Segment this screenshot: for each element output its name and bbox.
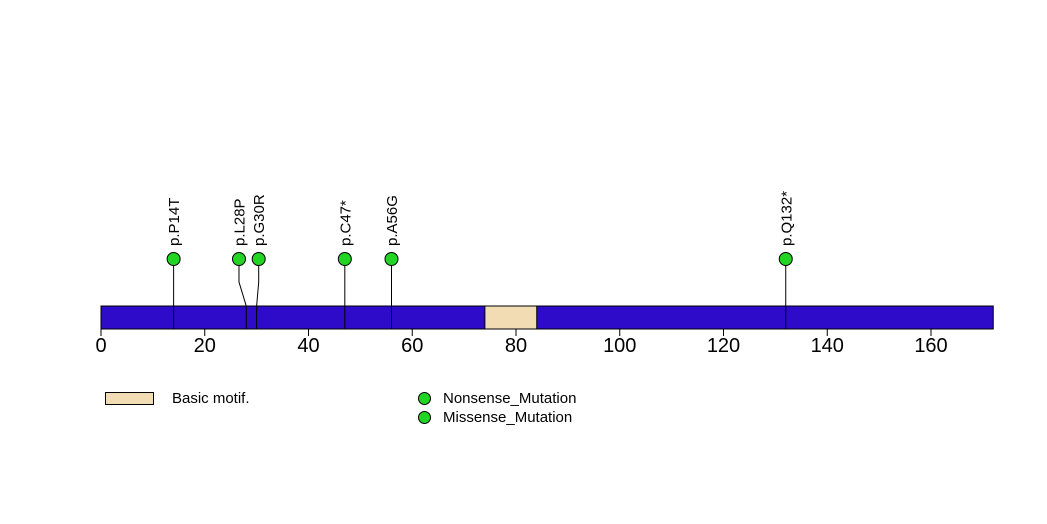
domain-box bbox=[484, 305, 538, 330]
axis-tick-label: 100 bbox=[603, 335, 636, 357]
axis-tick-label: 0 bbox=[95, 335, 106, 357]
axis-tick-label: 140 bbox=[811, 335, 844, 357]
axis-tick-label: 160 bbox=[914, 335, 947, 357]
nonsense-mutation-legend-circle-icon bbox=[418, 392, 431, 405]
missense-mutation-legend-circle-icon bbox=[418, 411, 431, 424]
mutation-circle bbox=[251, 252, 266, 266]
mutation-circle bbox=[778, 252, 793, 266]
mutation-label: p.L28P bbox=[231, 198, 248, 246]
mutation-circle bbox=[166, 252, 181, 266]
axis-tick-label: 80 bbox=[505, 335, 527, 357]
mutation-circle bbox=[384, 252, 399, 266]
legend-mutation-row-nonsense: Nonsense_Mutation bbox=[418, 390, 576, 407]
axis-tick-label: 60 bbox=[401, 335, 423, 357]
mutation-label: p.P14T bbox=[166, 198, 183, 246]
axis-tick-label: 40 bbox=[297, 335, 319, 357]
domain-legend-swatch bbox=[105, 392, 154, 405]
protein-bar-group bbox=[100, 305, 994, 330]
mutation-label: p.Q132* bbox=[778, 191, 795, 246]
mutation-stem bbox=[238, 265, 247, 329]
mutation-circle bbox=[231, 252, 246, 266]
mutation-circle bbox=[337, 252, 352, 266]
mutation-label: p.G30R bbox=[251, 194, 268, 246]
x-axis-group: 0 20 40 60 80 100 120 140 160 bbox=[95, 329, 948, 357]
domain-legend-label: Basic motif. bbox=[172, 390, 250, 407]
mutation-label: p.A56G bbox=[384, 195, 401, 246]
mutation-stem bbox=[256, 265, 260, 329]
domain-group bbox=[484, 305, 538, 330]
axis-tick-label: 120 bbox=[707, 335, 740, 357]
legend-mutation-row-missense: Missense_Mutation bbox=[418, 409, 572, 426]
nonsense-mutation-legend-label: Nonsense_Mutation bbox=[443, 390, 577, 407]
protein-bar bbox=[100, 305, 994, 330]
axis-tick-label: 20 bbox=[194, 335, 216, 357]
legend-domain-row: Basic motif. bbox=[105, 390, 250, 407]
missense-mutation-legend-label: Missense_Mutation bbox=[443, 409, 573, 426]
mutation-label: p.C47* bbox=[337, 200, 354, 246]
